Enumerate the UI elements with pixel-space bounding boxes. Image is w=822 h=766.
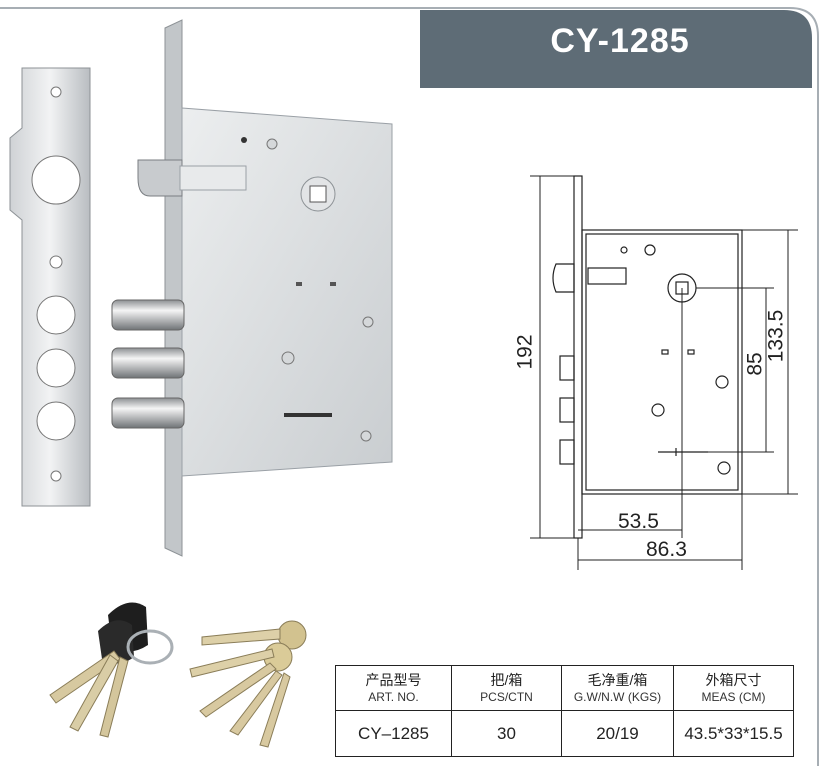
col-header-zh: 外箱尺寸: [705, 671, 762, 688]
dim-label-133-5: 133.5: [764, 309, 788, 363]
spec-table-row: CY–1285 30 20/19 43.5*33*15.5: [335, 710, 794, 757]
col-header-en: PCS/CTN: [480, 689, 533, 704]
deadbolts: [111, 299, 185, 429]
col-header-zh: 产品型号: [365, 671, 422, 688]
model-title: CY-1285: [550, 22, 690, 60]
key-set-brass: [189, 620, 307, 748]
col-header-meas: 外箱尺寸 MEAS (CM): [673, 665, 794, 711]
dim-label-192: 192: [513, 334, 537, 370]
col-header-en: MEAS (CM): [701, 689, 766, 704]
strike-plate: [9, 67, 91, 507]
header-tab: [420, 10, 812, 88]
technical-drawing: [530, 175, 798, 570]
cell-art-no: CY–1285: [335, 710, 452, 757]
key-set-black-heads: [49, 602, 174, 738]
dim-label-53-5: 53.5: [618, 510, 659, 533]
col-header-en: G.W/N.W (KGS): [573, 689, 662, 704]
col-header-zh: 毛净重/箱: [587, 671, 648, 688]
cell-pcs-ctn: 30: [451, 710, 562, 757]
col-header-pcs-ctn: 把/箱 PCS/CTN: [451, 665, 562, 711]
col-header-art-no: 产品型号 ART. NO.: [335, 665, 452, 711]
lock-photo: [9, 19, 393, 557]
dim-label-85: 85: [743, 352, 767, 376]
spec-table: 产品型号 ART. NO. 把/箱 PCS/CTN 毛净重/箱 G.W/N.W …: [335, 665, 794, 757]
col-header-weight: 毛净重/箱 G.W/N.W (KGS): [561, 665, 674, 711]
dim-label-86-3: 86.3: [646, 538, 687, 561]
col-header-zh: 把/箱: [490, 671, 523, 688]
cell-weight: 20/19: [561, 710, 674, 757]
keys-photo: [49, 602, 307, 748]
col-header-en: ART. NO.: [368, 689, 419, 704]
cell-meas: 43.5*33*15.5: [673, 710, 794, 757]
spec-table-header-row: 产品型号 ART. NO. 把/箱 PCS/CTN 毛净重/箱 G.W/N.W …: [335, 665, 794, 711]
